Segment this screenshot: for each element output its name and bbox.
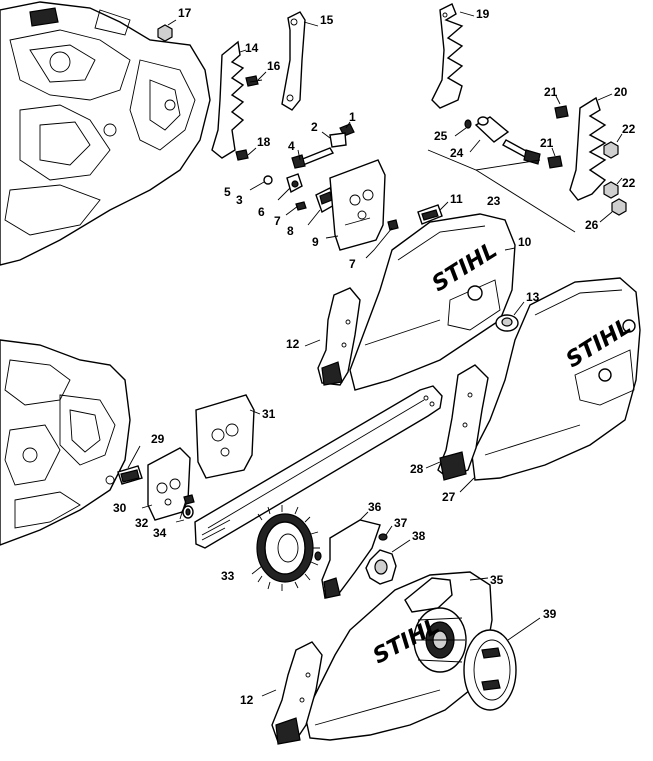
part-18-screw bbox=[235, 149, 249, 161]
part-35-sprocket-cover: STIHL bbox=[304, 571, 493, 741]
callout-11: 11 bbox=[450, 192, 463, 206]
leader-lines bbox=[127, 11, 623, 697]
sprocket-washer bbox=[314, 551, 322, 561]
callout-38: 38 bbox=[412, 529, 426, 543]
callout-16: 16 bbox=[267, 59, 281, 73]
callout-4: 4 bbox=[288, 139, 295, 153]
part-38-tensioning-wheel bbox=[365, 549, 397, 585]
callout-18: 18 bbox=[257, 135, 271, 149]
callout-28: 28 bbox=[410, 462, 424, 476]
callout-39: 39 bbox=[543, 607, 557, 621]
callout-7b: 7 bbox=[349, 257, 356, 271]
part-33-rim-sprocket bbox=[256, 505, 320, 591]
callout-12a: 12 bbox=[286, 337, 300, 351]
part-12-chain-guide-upper bbox=[317, 287, 361, 386]
part-28-chain-guide bbox=[437, 364, 489, 481]
engine-block-middle bbox=[0, 339, 131, 546]
callout-10: 10 bbox=[518, 235, 532, 249]
part-2-bracket bbox=[329, 132, 347, 148]
part-34-sleeve bbox=[182, 505, 194, 519]
part-6-tensioner-gear bbox=[286, 173, 303, 194]
part-21-screw-b bbox=[547, 155, 563, 169]
callout-9: 9 bbox=[312, 235, 319, 249]
callout-23: 23 bbox=[487, 194, 501, 208]
callout-7a: 7 bbox=[274, 214, 281, 228]
callout-22b: 22 bbox=[622, 176, 636, 190]
callout-24: 24 bbox=[450, 146, 464, 160]
part-10-sprocket-cover: STIHL bbox=[349, 213, 516, 391]
part-36-guard-plate bbox=[321, 519, 381, 599]
callout-20: 20 bbox=[614, 85, 628, 99]
callout-5: 5 bbox=[224, 185, 231, 199]
callout-32: 32 bbox=[135, 516, 149, 530]
callout-37: 37 bbox=[394, 516, 408, 530]
part-12-chain-guide-lower bbox=[271, 641, 323, 745]
part-11-chain-catcher bbox=[417, 204, 443, 225]
guide-bar bbox=[194, 385, 443, 549]
callout-3: 3 bbox=[236, 193, 243, 207]
part-21-screw-a bbox=[554, 105, 569, 119]
engine-block-top bbox=[0, 1, 211, 266]
callout-35: 35 bbox=[490, 573, 504, 587]
part-37-spacer bbox=[378, 533, 388, 541]
callout-13: 13 bbox=[526, 290, 540, 304]
part-22-nut-a bbox=[603, 141, 619, 159]
callout-22a: 22 bbox=[622, 122, 636, 136]
callout-30: 30 bbox=[113, 501, 127, 515]
callout-34: 34 bbox=[153, 526, 167, 540]
part-4-adjusting-screw bbox=[291, 147, 335, 169]
callout-29: 29 bbox=[151, 432, 165, 446]
part-31-side-plate bbox=[195, 394, 255, 479]
part-7-screw-b bbox=[387, 219, 399, 231]
part-30-tensioner-plate bbox=[147, 447, 191, 521]
callout-21a: 21 bbox=[544, 85, 558, 99]
callout-6: 6 bbox=[258, 205, 265, 219]
callout-27: 27 bbox=[442, 490, 456, 504]
part-29-chain-catcher bbox=[117, 465, 143, 485]
part-15-bumper-plate bbox=[281, 11, 306, 111]
part-7-screw-a bbox=[295, 201, 307, 211]
callout-17: 17 bbox=[178, 6, 192, 20]
part-27-sprocket-cover: STIHL bbox=[471, 277, 641, 481]
part-20-bumper-spike bbox=[569, 96, 607, 201]
part-14-bumper-spike bbox=[211, 40, 245, 159]
callout-14: 14 bbox=[245, 41, 259, 55]
callout-36: 36 bbox=[368, 500, 382, 514]
callout-8: 8 bbox=[287, 224, 294, 238]
callout-26: 26 bbox=[585, 218, 599, 232]
part-3-ring bbox=[263, 175, 273, 185]
callout-25: 25 bbox=[434, 129, 448, 143]
callout-12b: 12 bbox=[240, 693, 254, 707]
callout-33: 33 bbox=[221, 569, 235, 583]
part-22-nut-b bbox=[603, 181, 619, 199]
part-23-bolt bbox=[502, 139, 541, 165]
part-25-washer bbox=[464, 119, 472, 129]
callout-labels: 17 14 15 16 18 1 2 4 5 3 6 7 8 9 7 11 10… bbox=[113, 6, 636, 707]
callout-15: 15 bbox=[320, 13, 334, 27]
callout-21b: 21 bbox=[540, 136, 554, 150]
part-39-cap bbox=[463, 629, 517, 711]
part-19-bumper-spike bbox=[431, 3, 464, 109]
callout-31: 31 bbox=[262, 407, 276, 421]
part-16-screw bbox=[245, 75, 263, 87]
callout-2: 2 bbox=[311, 120, 318, 134]
part-13-collar-nut bbox=[495, 314, 519, 332]
callout-1: 1 bbox=[349, 110, 356, 124]
part-17-nut bbox=[157, 24, 173, 42]
part-9-guide-plate bbox=[329, 159, 386, 251]
part-24-spacer-sleeve bbox=[474, 116, 510, 143]
part-26-nut bbox=[611, 198, 627, 216]
callout-19: 19 bbox=[476, 7, 490, 21]
